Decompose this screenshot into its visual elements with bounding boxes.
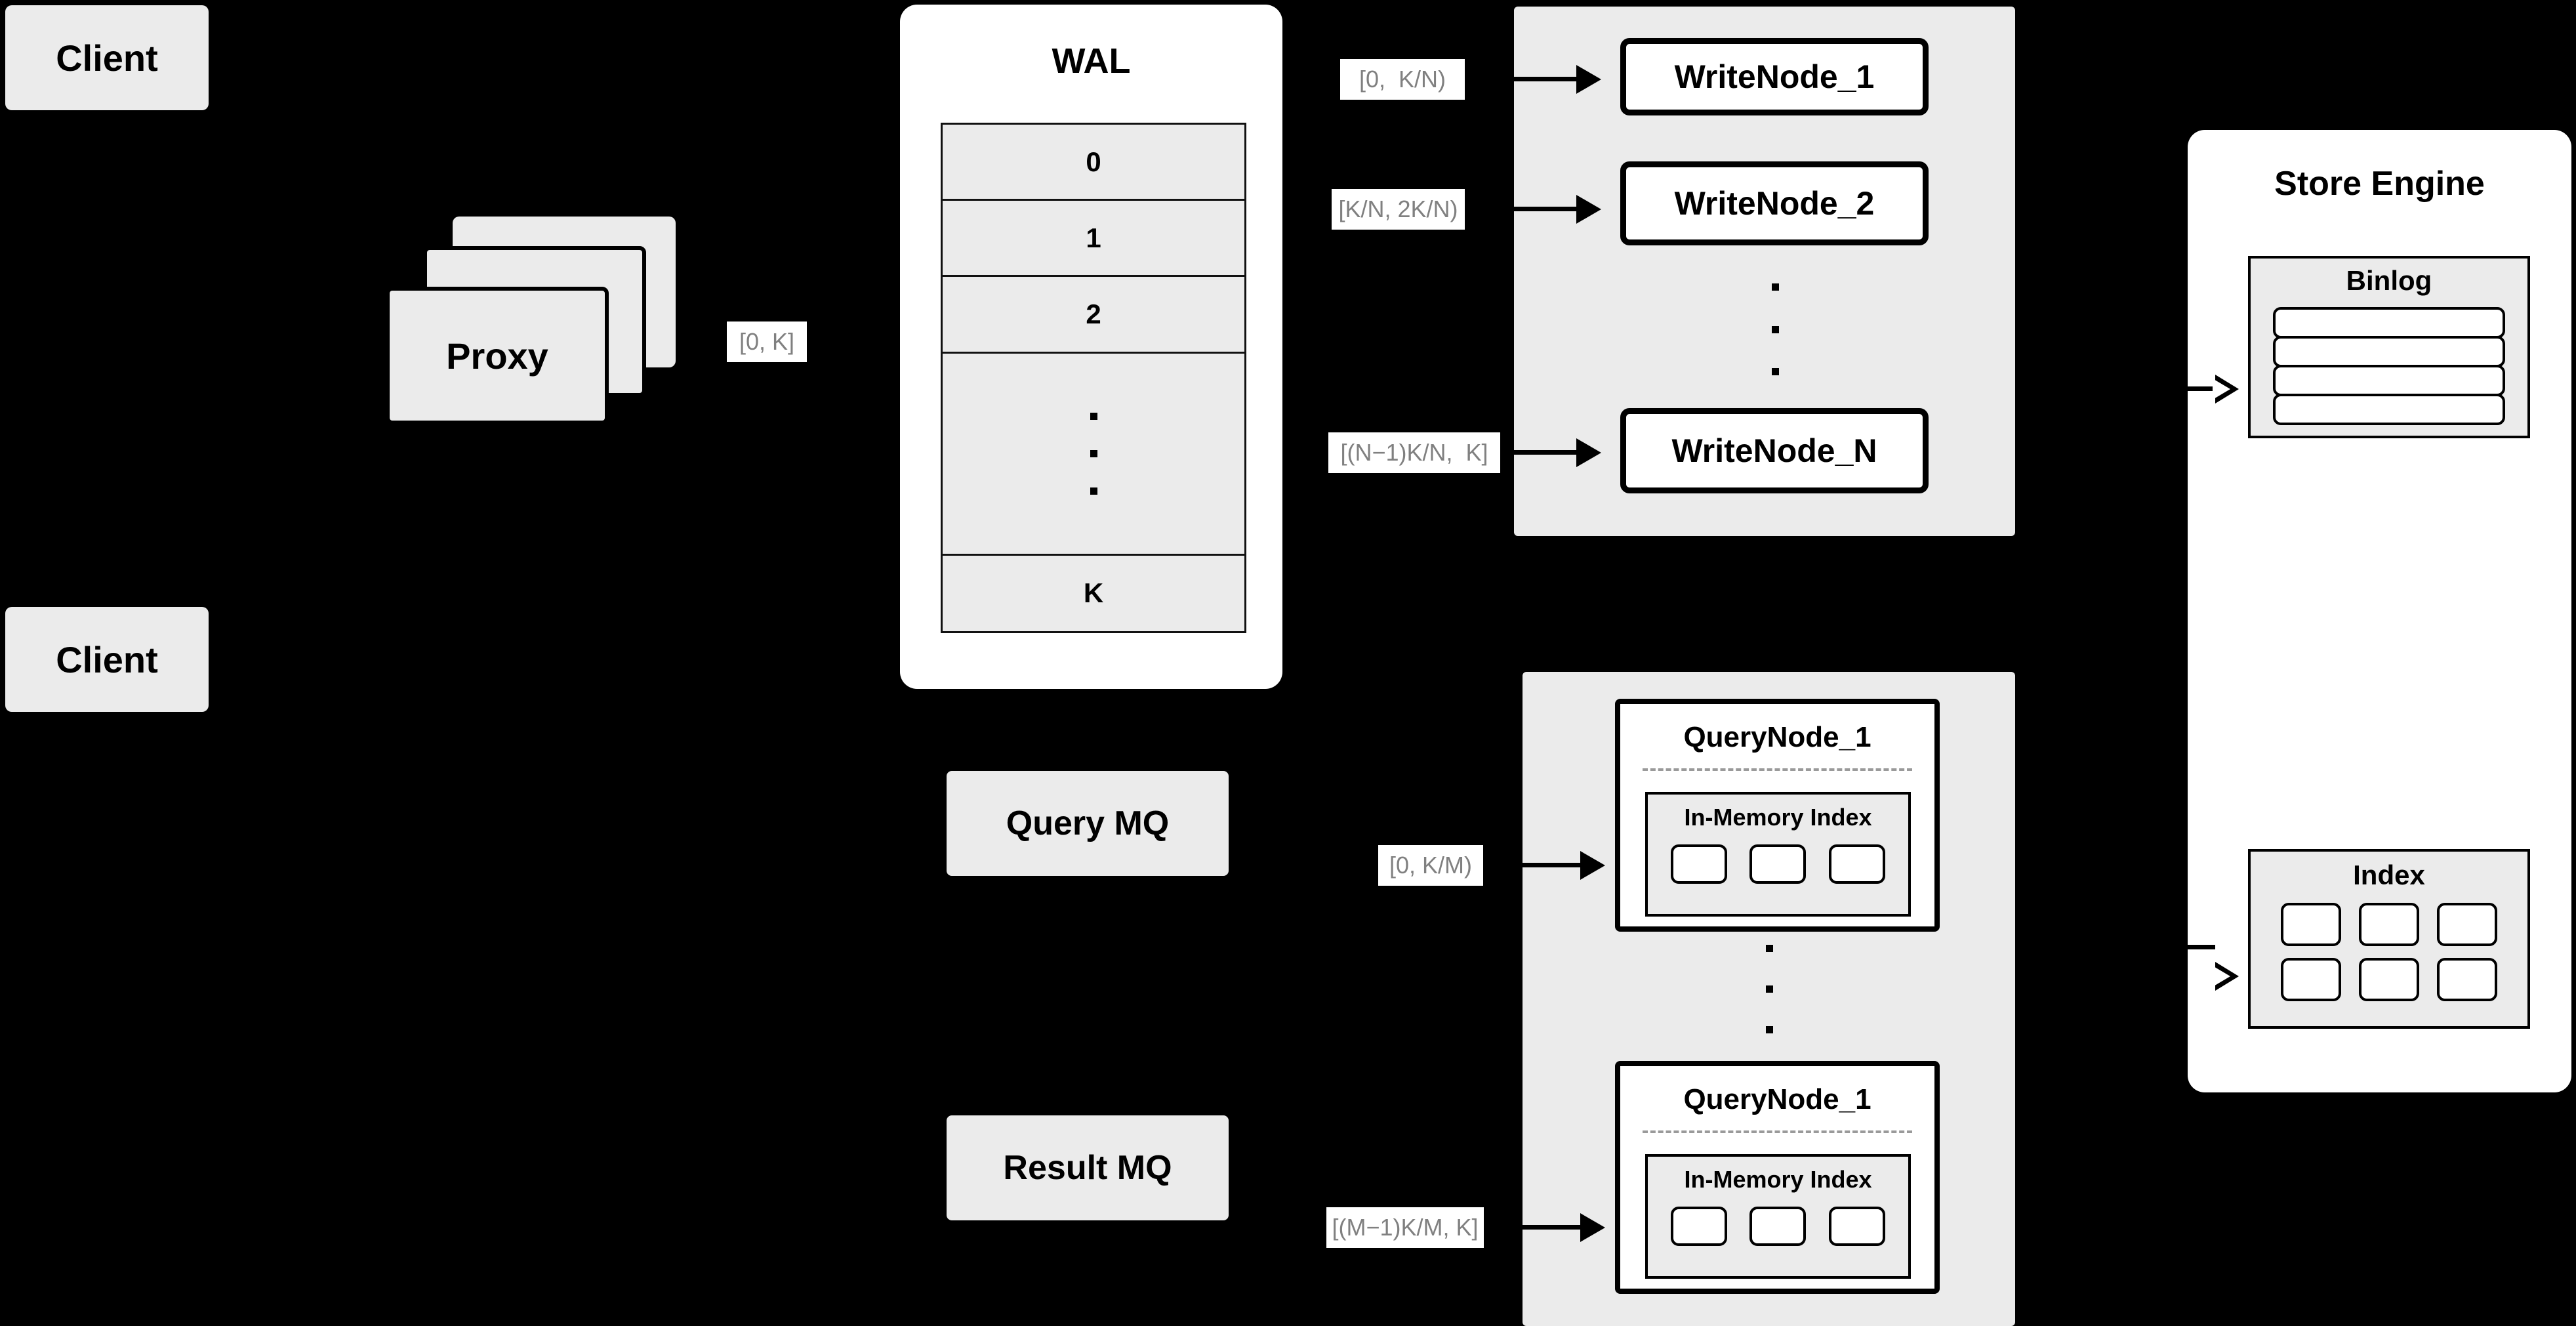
store-index-slot — [2437, 903, 2498, 946]
edge-wal-to-writenode-1-line — [1465, 77, 1576, 81]
store-engine-panel: Store Engine Binlog Index — [2188, 130, 2571, 1092]
client-node-1-label: Client — [56, 37, 158, 79]
write-node-n-label: WriteNode_N — [1671, 432, 1877, 469]
edge-wal-to-writenode-n-arrowhead — [1576, 438, 1601, 467]
dot — [1765, 1026, 1773, 1033]
edge-label-wal-to-writenode-n-text: [(N−1)K/N, K] — [1340, 439, 1488, 466]
query-node-1[interactable]: QueryNode_1 In-Memory Index — [1615, 699, 1940, 932]
write-node-1-label: WriteNode_1 — [1674, 58, 1875, 95]
wal-row-2-label: 2 — [1086, 299, 1101, 330]
wal-panel: WAL 0 1 2 K — [900, 5, 1282, 689]
store-index-slot — [2280, 958, 2341, 1001]
binlog-row — [2273, 336, 2505, 367]
dot — [1765, 945, 1773, 952]
binlog-row — [2273, 394, 2505, 425]
edge-wal-to-writenode-2-line — [1465, 207, 1576, 211]
store-index-slot — [2358, 958, 2419, 1001]
binlog-row — [2273, 307, 2505, 339]
dot — [1090, 487, 1097, 495]
query-node-1-in-memory-index-title: In-Memory Index — [1684, 804, 1872, 831]
edge-label-mq-to-querynode-m: [(M−1)K/M, K] — [1326, 1207, 1484, 1248]
edge-label-wal-to-writenode-n: [(N−1)K/N, K] — [1328, 432, 1500, 473]
edge-mq-to-querynode-m-arrowhead — [1580, 1213, 1605, 1242]
edge-wal-to-writenode-2-arrowhead — [1576, 195, 1601, 224]
query-node-m-separator — [1642, 1130, 1913, 1133]
index-slot — [1749, 844, 1807, 884]
edge-to-binlog-line — [2188, 386, 2215, 391]
edge-to-store-index-arrowhead — [2213, 962, 2239, 991]
dot — [1090, 449, 1097, 457]
dot — [1771, 283, 1779, 291]
edge-to-binlog-arrowhead — [2213, 375, 2239, 404]
store-engine-title: Store Engine — [2274, 165, 2485, 203]
index-slot — [1749, 1207, 1807, 1246]
index-slot — [1828, 1207, 1885, 1246]
store-index-slot — [2280, 903, 2341, 946]
proxy-label: Proxy — [446, 335, 548, 377]
query-node-ellipsis-dots — [1763, 945, 1776, 1033]
query-mq-node[interactable]: Query MQ — [947, 771, 1229, 876]
wal-row-k-label: K — [1083, 577, 1104, 609]
dot — [1771, 325, 1779, 333]
binlog-title: Binlog — [2346, 265, 2432, 296]
result-mq-label: Result MQ — [1003, 1149, 1172, 1187]
client-node-2-label: Client — [56, 638, 158, 680]
dot — [1090, 412, 1097, 420]
result-mq-node[interactable]: Result MQ — [947, 1115, 1229, 1220]
query-node-1-title: QueryNode_1 — [1683, 721, 1871, 753]
edge-label-wal-to-writenode-2: [K/N, 2K/N) — [1332, 189, 1465, 230]
write-node-1[interactable]: WriteNode_1 — [1620, 38, 1929, 115]
query-node-m-in-memory-index: In-Memory Index — [1645, 1154, 1911, 1279]
client-node-1[interactable]: Client — [5, 5, 209, 110]
query-node-m-in-memory-index-title: In-Memory Index — [1684, 1166, 1872, 1193]
store-index-panel: Index — [2248, 849, 2530, 1029]
edge-label-wal-to-writenode-1-text: [0, K/N) — [1359, 66, 1446, 93]
query-node-m-title: QueryNode_1 — [1683, 1083, 1871, 1115]
write-node-2-label: WriteNode_2 — [1674, 185, 1875, 222]
write-node-n[interactable]: WriteNode_N — [1620, 408, 1929, 493]
store-index-slot — [2437, 958, 2498, 1001]
index-slot — [1671, 844, 1728, 884]
wal-row-k: K — [943, 556, 1244, 631]
wal-row-1: 1 — [943, 201, 1244, 278]
wal-row-0-label: 0 — [1086, 146, 1101, 177]
write-node-ellipsis-dots — [1768, 283, 1782, 375]
client-node-2[interactable]: Client — [5, 607, 209, 712]
edge-label-wal-to-writenode-2-text: [K/N, 2K/N) — [1338, 196, 1458, 222]
edge-mq-to-querynode-m-line — [1484, 1225, 1580, 1230]
proxy-node[interactable]: Proxy — [386, 287, 609, 425]
query-node-1-separator — [1642, 768, 1913, 771]
wal-row-ellipsis — [943, 354, 1244, 556]
wal-row-0: 0 — [943, 125, 1244, 201]
query-node-1-in-memory-index: In-Memory Index — [1645, 792, 1911, 917]
edge-label-proxy-to-wal: [0, K] — [727, 321, 807, 362]
index-slot — [1828, 844, 1885, 884]
query-node-m[interactable]: QueryNode_1 In-Memory Index — [1615, 1061, 1940, 1294]
binlog-panel: Binlog — [2248, 256, 2530, 438]
edge-label-wal-to-writenode-1: [0, K/N) — [1340, 59, 1465, 100]
write-node-2[interactable]: WriteNode_2 — [1620, 161, 1929, 245]
edge-label-mq-to-querynode-1-text: [0, K/M) — [1389, 852, 1473, 879]
dot — [1765, 985, 1773, 993]
edge-mq-to-querynode-1-line — [1483, 863, 1580, 867]
edge-label-proxy-to-wal-text: [0, K] — [739, 328, 795, 355]
store-index-slot — [2358, 903, 2419, 946]
wal-ellipsis-dots — [1090, 412, 1097, 495]
wal-title: WAL — [1052, 41, 1131, 81]
query-mq-label: Query MQ — [1006, 804, 1170, 842]
dot — [1771, 368, 1779, 375]
store-index-title: Index — [2353, 860, 2425, 890]
edge-wal-to-writenode-1-arrowhead — [1576, 65, 1601, 94]
wal-row-1-label: 1 — [1086, 222, 1101, 253]
edge-label-mq-to-querynode-1: [0, K/M) — [1378, 845, 1483, 886]
wal-row-2: 2 — [943, 277, 1244, 354]
binlog-row — [2273, 365, 2505, 396]
edge-label-mq-to-querynode-m-text: [(M−1)K/M, K] — [1332, 1214, 1479, 1241]
edge-mq-to-querynode-1-arrowhead — [1580, 851, 1605, 880]
edge-wal-to-writenode-n-line — [1500, 450, 1576, 455]
edge-to-store-index-line — [2188, 945, 2215, 949]
wal-table: 0 1 2 K — [941, 123, 1246, 633]
index-slot — [1671, 1207, 1728, 1246]
